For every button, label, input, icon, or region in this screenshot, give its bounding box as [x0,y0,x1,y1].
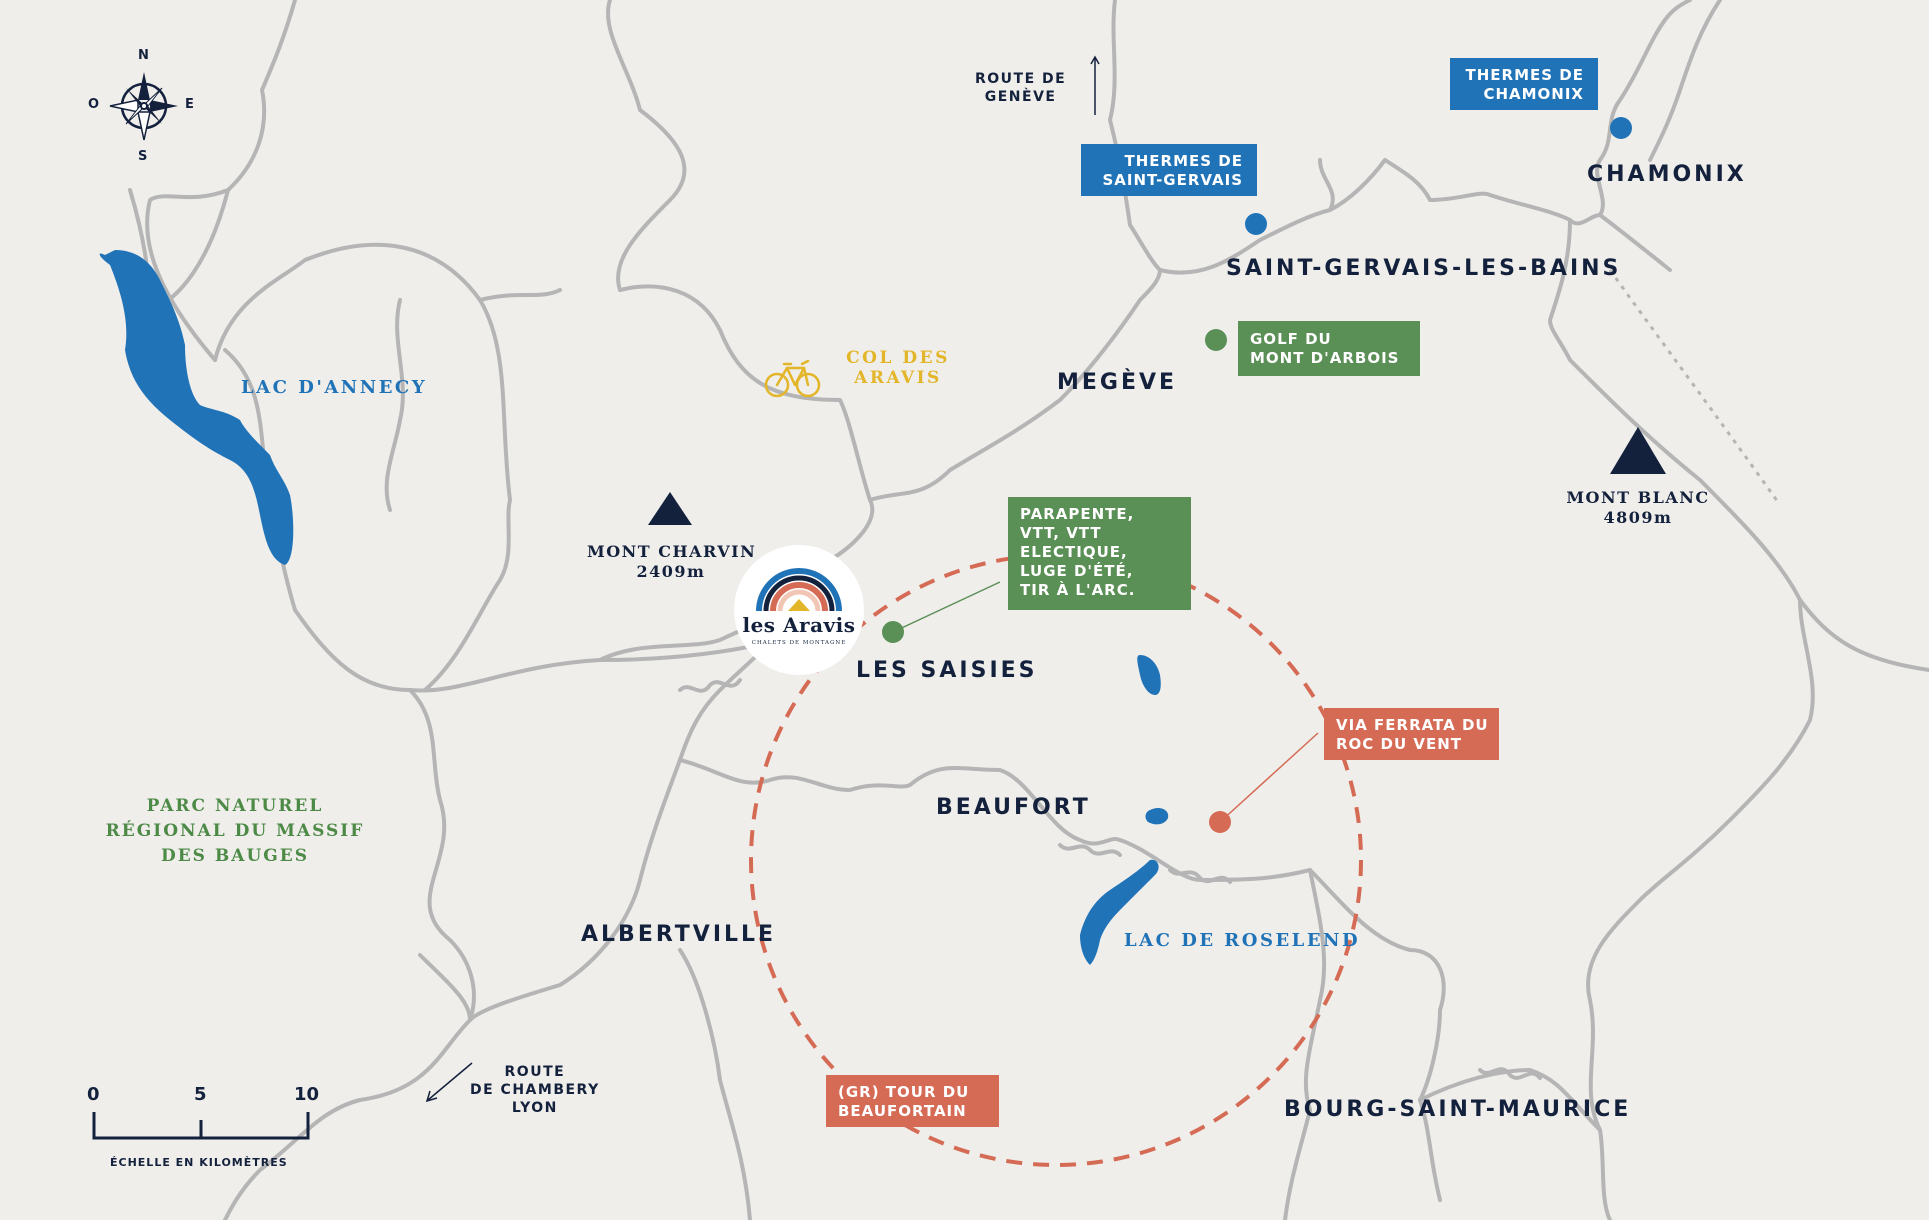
parc-bauges-label: PARC NATUREL RÉGIONAL DU MASSIF DES BAUG… [105,796,365,866]
mont-charvin-peak-icon [648,492,692,525]
scale-tick-5: 5 [194,1084,207,1105]
les-aravis-logo[interactable]: les Aravis CHALETS DE MONTAGNE [734,545,864,675]
activities-connector [892,581,1001,633]
border-line [1608,269,1782,506]
town-beaufort: BEAUFORT [936,795,1091,820]
lac-annecy-shape [99,250,294,565]
bicycle-icon [764,359,821,398]
thermes-saint-gervais-box: THERMES DE SAINT-GERVAIS [1081,144,1257,196]
scale-tick-0: 0 [87,1084,100,1105]
compass-south-label: S [138,149,148,164]
compass-rose-icon [109,72,178,141]
town-megeve: MEGÈVE [1057,370,1178,395]
town-albertville: ALBERTVILLE [581,922,777,947]
town-les-saisies: LES SAISIES [856,658,1038,683]
saint-gervais-dot [1245,213,1267,235]
tour-beaufortain-box: (GR) TOUR DU BEAUFORTAIN [826,1075,999,1127]
lac-annecy-label: LAC D'ANNECY [241,377,428,398]
golf-box: GOLF DU MONT D'ARBOIS [1238,321,1420,376]
lac-roselend-label: LAC DE ROSELEND [1124,930,1361,951]
les-saisies-dot [882,621,904,643]
via-ferrata-dot [1209,811,1231,833]
via-ferrata-box: VIA FERRATA DU ROC DU VENT [1324,708,1499,760]
via-ferrata-connector [1219,732,1319,823]
route-chambery-arrow-icon [425,1062,473,1103]
scale-tick-10: 10 [294,1084,320,1105]
chamonix-dot [1610,117,1632,139]
scale-bar [92,1112,310,1140]
scale-caption: ÉCHELLE EN KILOMÈTRES [110,1156,288,1169]
mont-blanc-peak-icon [1610,427,1666,474]
compass-north-label: N [138,48,149,63]
small-lake-1 [1137,655,1161,695]
town-bourg-saint-maurice: BOURG-SAINT-MAURICE [1284,1097,1632,1122]
lac-roselend-shape [1080,859,1159,965]
compass-east-label: E [185,97,194,112]
mont-charvin-label: MONT CHARVIN 2409m [587,542,757,581]
town-saint-gervais: SAINT-GERVAIS-LES-BAINS [1226,256,1622,281]
route-geneve-label: ROUTE DE GENÈVE [975,71,1067,105]
logo-title: les Aravis [742,613,856,637]
rainbow-logo-icon [756,568,842,612]
logo-subtitle: CHALETS DE MONTAGNE [751,640,847,646]
town-chamonix: CHAMONIX [1587,162,1747,187]
golf-dot [1205,329,1227,351]
thermes-chamonix-box: THERMES DE CHAMONIX [1450,58,1598,110]
mont-blanc-label: MONT BLANC 4809m [1566,488,1710,527]
route-chambery-label: ROUTE DE CHAMBERY LYON [470,1064,600,1116]
activities-box: PARAPENTE, VTT, VTT ELECTIQUE, LUGE D'ÉT… [1008,497,1191,610]
col-des-aravis-label: COL DES ARAVIS [846,348,950,388]
compass-west-label: O [88,97,100,112]
route-geneve-arrow-icon [1090,55,1100,115]
small-lake-2 [1145,807,1169,825]
